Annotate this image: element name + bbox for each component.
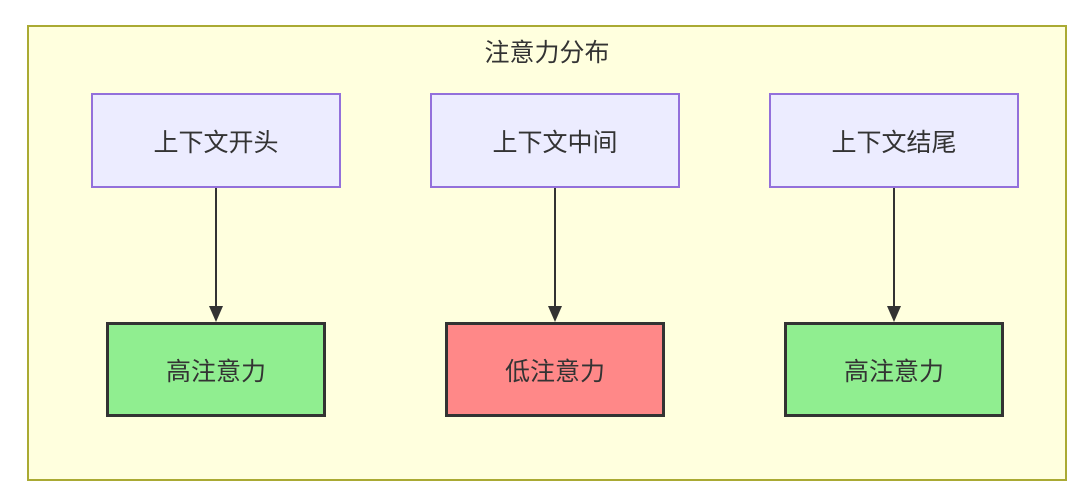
node-high-attention-1-label: 高注意力 <box>165 357 266 386</box>
node-context-beginning-label: 上下文开头 <box>153 128 279 157</box>
arrowhead-icon <box>548 306 562 322</box>
arrow-connector <box>548 188 562 322</box>
node-high-attention-2-label: 高注意力 <box>843 357 944 386</box>
node-context-end: 上下文结尾 <box>769 93 1019 188</box>
arrow-connector <box>209 188 223 322</box>
arrowhead-icon <box>209 306 223 322</box>
arrow-line <box>215 188 217 308</box>
node-high-attention-2: 高注意力 <box>784 322 1004 417</box>
arrowhead-icon <box>887 306 901 322</box>
node-context-middle-label: 上下文中间 <box>492 128 618 157</box>
node-context-middle: 上下文中间 <box>430 93 680 188</box>
arrow-line <box>554 188 556 308</box>
node-low-attention: 低注意力 <box>445 322 665 417</box>
node-low-attention-label: 低注意力 <box>504 357 605 386</box>
node-high-attention-1: 高注意力 <box>106 322 326 417</box>
diagram-title: 注意力分布 <box>484 39 610 67</box>
arrow-line <box>893 188 895 308</box>
arrow-connector <box>887 188 901 322</box>
node-context-beginning: 上下文开头 <box>91 93 341 188</box>
node-context-end-label: 上下文结尾 <box>831 128 957 157</box>
